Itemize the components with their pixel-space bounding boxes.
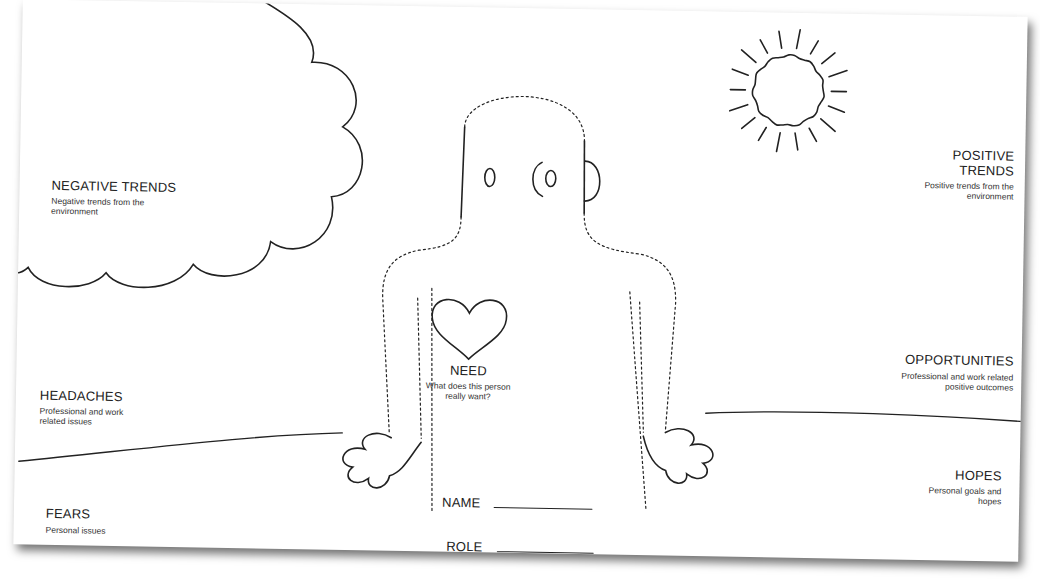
section-description: Negative trends from the environment	[51, 196, 176, 218]
left-arm-inner	[415, 298, 423, 438]
right-arm-outline	[580, 213, 677, 431]
section-description: Positive trends from the environment	[901, 180, 1013, 202]
canvas-sheet: NEGATIVE TRENDSNegative trends from the …	[13, 0, 1027, 562]
section-description: What does this person really want?	[415, 380, 521, 402]
section-heading: NEGATIVE TRENDS	[51, 178, 176, 195]
sun-ray	[821, 119, 836, 131]
ear	[584, 161, 600, 201]
section-heading: NAME	[442, 495, 502, 511]
cloud-outline	[13, 0, 365, 292]
section-description: Professional and work related positive o…	[883, 370, 1013, 392]
sun-ray	[741, 50, 756, 62]
sun-ray	[760, 40, 768, 53]
sun-ray	[742, 117, 755, 128]
eye	[485, 168, 495, 186]
sun-area: POSITIVE TRENDSPositive trends from the …	[721, 22, 1024, 207]
body-right	[626, 292, 650, 510]
heart-outline	[431, 299, 506, 360]
shape-outline	[721, 22, 1024, 207]
right-hand	[642, 428, 713, 484]
eye	[546, 170, 556, 186]
sun-ray	[730, 104, 748, 111]
sun-ray	[777, 133, 781, 152]
section-heading: FEARS	[46, 506, 146, 523]
sun-ray	[831, 91, 846, 93]
nose	[533, 162, 543, 196]
illustration	[13, 0, 1027, 562]
sun-ray	[795, 133, 798, 150]
section-description: Personal goals and hopes	[921, 485, 1001, 506]
head-outline	[464, 95, 585, 141]
sun-ray	[811, 41, 819, 54]
section-heading: HEADACHES	[40, 388, 180, 405]
sun-ray	[822, 53, 835, 64]
sun-outline	[752, 54, 825, 126]
section-heading: ROLE	[446, 539, 506, 555]
shape-outline	[18, 0, 395, 306]
sun-ray	[758, 127, 766, 140]
section-description: Personal issues	[45, 525, 145, 537]
cloud-area: NEGATIVE TRENDSNegative trends from the …	[18, 0, 395, 306]
body-left	[428, 288, 436, 510]
sun-ray	[732, 69, 748, 75]
horizon-line	[706, 410, 1028, 423]
horizon-line	[19, 427, 343, 467]
section-heading: OPPORTUNITIES	[854, 351, 1014, 369]
heart-area: NEEDWhat does this person really want?	[393, 290, 545, 418]
section-heading: NEED	[415, 362, 521, 379]
left-hand	[342, 433, 421, 489]
face-left-line	[461, 127, 465, 217]
sun-ray	[779, 31, 782, 48]
name-underline	[494, 508, 592, 510]
section-heading: HOPES	[902, 467, 1002, 484]
section-description: Professional and work related issues	[39, 406, 139, 428]
sun-ray	[797, 30, 801, 49]
sun-ray	[809, 128, 817, 141]
section-heading: POSITIVE TRENDS	[902, 147, 1015, 179]
sun-ray	[730, 89, 745, 91]
sun-ray	[828, 106, 844, 112]
left-arm-outline	[380, 216, 461, 435]
sun-ray	[829, 70, 847, 77]
role-underline	[497, 552, 593, 554]
face-right-line	[583, 141, 585, 213]
